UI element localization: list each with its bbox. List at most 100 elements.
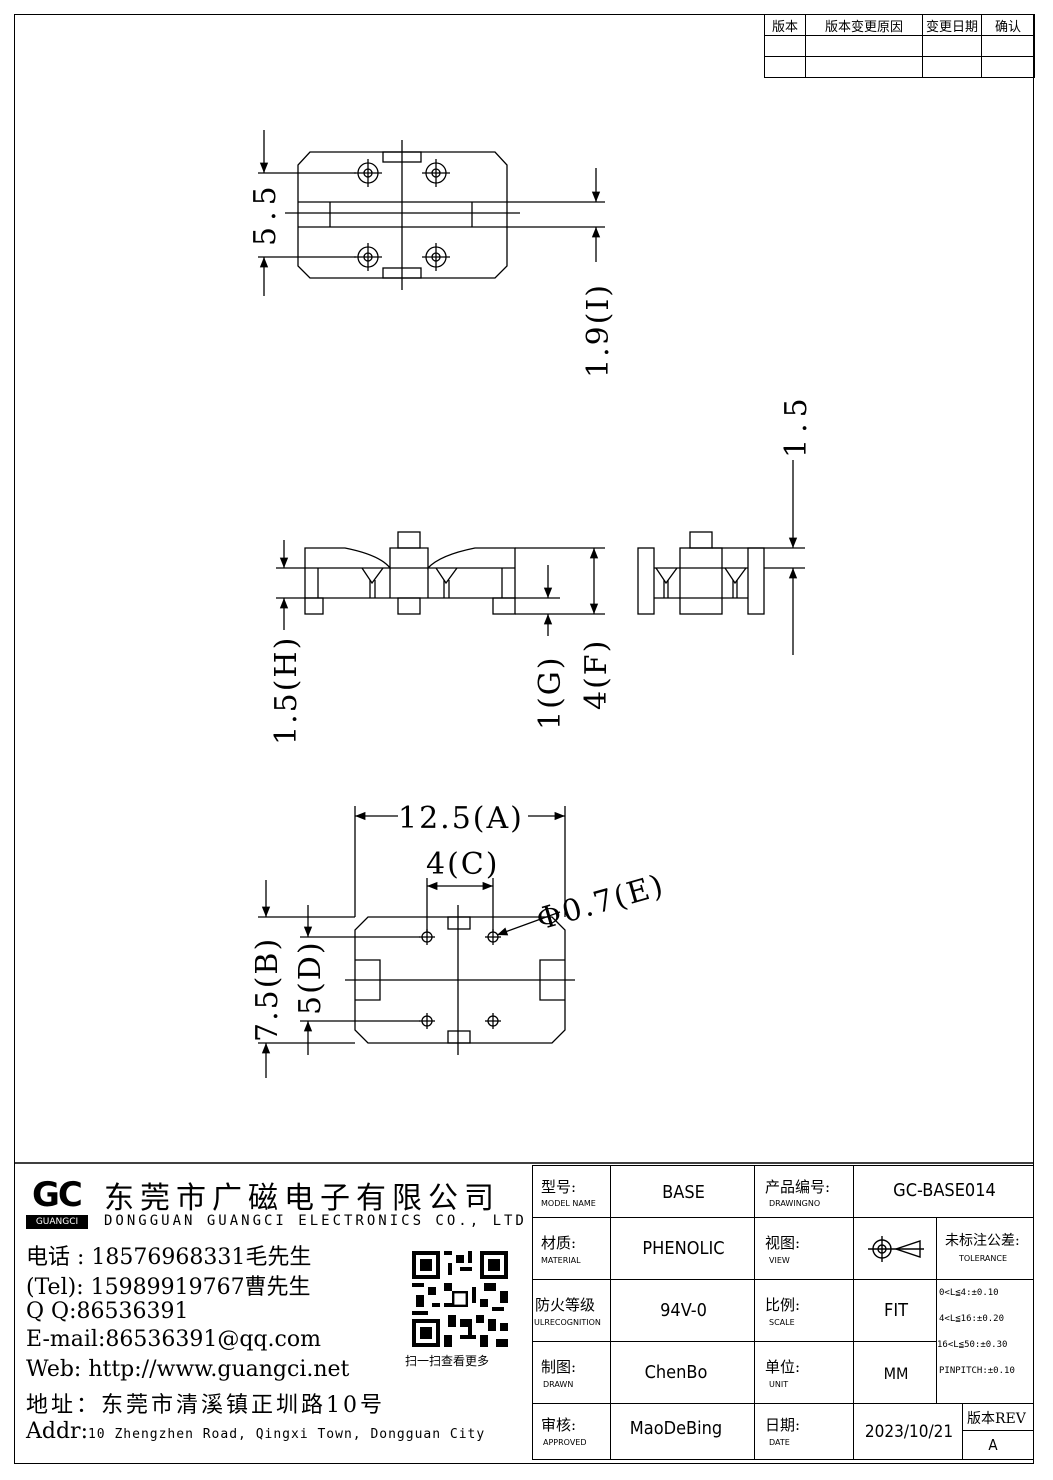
company-logo: GC GUANGCI [26, 1175, 88, 1231]
date-value: 2023/10/21 [864, 1422, 954, 1442]
scale-label: 比例: [765, 1296, 801, 1314]
rev-label: 版本REV [967, 1411, 1026, 1427]
dim-top-I: 1.9(I) [581, 283, 616, 378]
date-sub: DATE [769, 1438, 790, 1447]
material-sub: MATERIAL [541, 1256, 581, 1265]
view-sub: VIEW [769, 1256, 790, 1265]
address-en-label: Addr: [26, 1419, 88, 1444]
company-email: E-mail:86536391@qq.com [26, 1327, 321, 1352]
drawing-no-sub: DRAWINGNO [769, 1199, 821, 1208]
view-label: 视图: [765, 1234, 801, 1252]
dim-bottom-A: 12.5(A) [398, 801, 524, 836]
cell-material-label: 材质: MATERIAL [532, 1217, 611, 1280]
rev-header-reason: 版本变更原因 [805, 14, 923, 36]
company-block: GC GUANGCI 东莞市广磁电子有限公司 DONGGUAN GUANGCI … [22, 1165, 527, 1460]
cell-view-label: 视图: VIEW [754, 1217, 854, 1280]
company-address-en: Addr:10 Zhengzhen Road, Qingxi Town, Don… [26, 1419, 485, 1444]
cell-approved-value: MaoDeBing [610, 1403, 755, 1460]
cell-fire-value: 94V-0 [610, 1279, 755, 1342]
scale-sub: SCALE [769, 1318, 795, 1327]
cell-model-value: BASE [610, 1165, 755, 1218]
address-en-value: 10 Zhengzhen Road, Qingxi Town, Dongguan… [87, 1427, 486, 1442]
rev-cell [981, 56, 1036, 78]
cell-unit-value: MM [853, 1341, 937, 1404]
cell-model-label: 型号: MODEL NAME [532, 1165, 611, 1218]
tolerance-1: 4<L≦16:±0.20 [939, 1314, 1005, 1324]
cell-drawing-no-value: GC-BASE014 [853, 1165, 1034, 1218]
company-name-cn: 东莞市广磁电子有限公司 [104, 1181, 500, 1216]
company-name-en: DONGGUAN GUANGCI ELECTRONICS CO., LTD [104, 1213, 527, 1229]
cell-unit-label: 单位: UNIT [754, 1341, 854, 1404]
model-sub: MODEL NAME [541, 1199, 596, 1208]
company-phone: 电话 : 18576968331毛先生 [26, 1245, 312, 1270]
tolerance-sub: TOLERANCE [959, 1254, 1008, 1263]
approved-label: 审核: [541, 1416, 577, 1434]
unit-sub: UNIT [769, 1380, 789, 1389]
drawing-no-label: 产品编号: [765, 1178, 831, 1196]
end-view [637, 460, 805, 655]
material-label: 材质: [541, 1234, 577, 1252]
cell-material-value: PHENOLIC [610, 1217, 755, 1280]
approved-value: MaoDeBing [629, 1418, 723, 1439]
qr-caption: 扫一扫查看更多 [405, 1354, 490, 1368]
cell-rev-label: 版本REV [962, 1403, 1034, 1431]
dim-bottom-E: Φ0.7(E) [533, 868, 669, 938]
pin-hole [419, 1013, 435, 1029]
dim-bottom-D: 5(D) [293, 940, 328, 1015]
cell-tolerance-label: 未标注公差: TOLERANCE [936, 1217, 1034, 1280]
cell-rev-value: A [962, 1430, 1034, 1460]
fire-label: 防火等级 [535, 1296, 596, 1314]
cell-view-symbol [853, 1217, 937, 1280]
cell-drawing-no-label: 产品编号: DRAWINGNO [754, 1165, 854, 1218]
material-value: PHENOLIC [642, 1238, 725, 1259]
front-view [276, 531, 605, 636]
revision-table: 版本 版本变更原因 变更日期 确认 [764, 14, 1036, 78]
top-view [258, 130, 605, 296]
cell-date-label: 日期: DATE [754, 1403, 854, 1460]
pin-hole [485, 1013, 501, 1029]
tolerance-label: 未标注公差: [945, 1233, 1020, 1249]
approved-sub: APPROVED [543, 1438, 587, 1447]
cell-fire-label: 防火等级 ULRECOGNITION [532, 1279, 611, 1342]
dim-bottom-C: 4(C) [426, 847, 499, 882]
company-web: Web: http://www.guangci.net [26, 1357, 350, 1382]
logo-mark: GC [32, 1175, 83, 1215]
projection-symbol-icon [868, 1236, 924, 1262]
dim-bottom-B: 7.5(B) [250, 937, 285, 1042]
cell-date-value: 2023/10/21 [853, 1403, 963, 1460]
drawn-label: 制图: [541, 1358, 577, 1376]
pin-circle [354, 243, 382, 271]
cell-drawn-label: 制图: DRAWN [532, 1341, 611, 1404]
scale-value: FIT [884, 1300, 908, 1321]
rev-value: A [988, 1436, 998, 1454]
company-qq: Q Q:86536391 [26, 1299, 189, 1324]
cell-scale-value: FIT [853, 1279, 937, 1342]
logo-name: GUANGCI [26, 1215, 88, 1229]
date-label: 日期: [765, 1416, 801, 1434]
cell-tolerance-values: 0<L≦4:±0.10 4<L≦16:±0.20 16<L≦50:±0.30 P… [936, 1279, 1034, 1404]
dim-side-G: 1(G) [533, 656, 568, 730]
drawing-frame [14, 14, 1034, 1464]
pin-circle [422, 159, 450, 187]
fire-value: 94V-0 [660, 1300, 707, 1321]
tolerance-2: 16<L≦50:±0.30 [937, 1340, 1008, 1350]
company-tel: (Tel): 15989919767曹先生 [26, 1275, 311, 1300]
rev-cell [921, 56, 983, 78]
fire-sub: ULRECOGNITION [534, 1318, 601, 1327]
drawing-no-value: GC-BASE014 [893, 1180, 996, 1201]
drawn-value: ChenBo [644, 1362, 708, 1383]
rev-header-date: 变更日期 [921, 14, 983, 36]
company-address-cn: 地址：东莞市清溪镇正圳路10号 [26, 1393, 385, 1418]
dim-top-height: 5.5 [248, 180, 283, 246]
cell-drawn-value: ChenBo [610, 1341, 755, 1404]
dim-side-F: 4(F) [579, 639, 614, 710]
cell-scale-label: 比例: SCALE [754, 1279, 854, 1342]
unit-label: 单位: [765, 1358, 801, 1376]
dim-end-top: 1.5 [779, 392, 814, 458]
model-label: 型号: [541, 1178, 577, 1196]
pin-circle [422, 243, 450, 271]
dim-side-H: 1.5(H) [269, 636, 304, 745]
pin-circle [354, 159, 382, 187]
tolerance-3: PINPITCH:±0.10 [939, 1366, 1015, 1376]
